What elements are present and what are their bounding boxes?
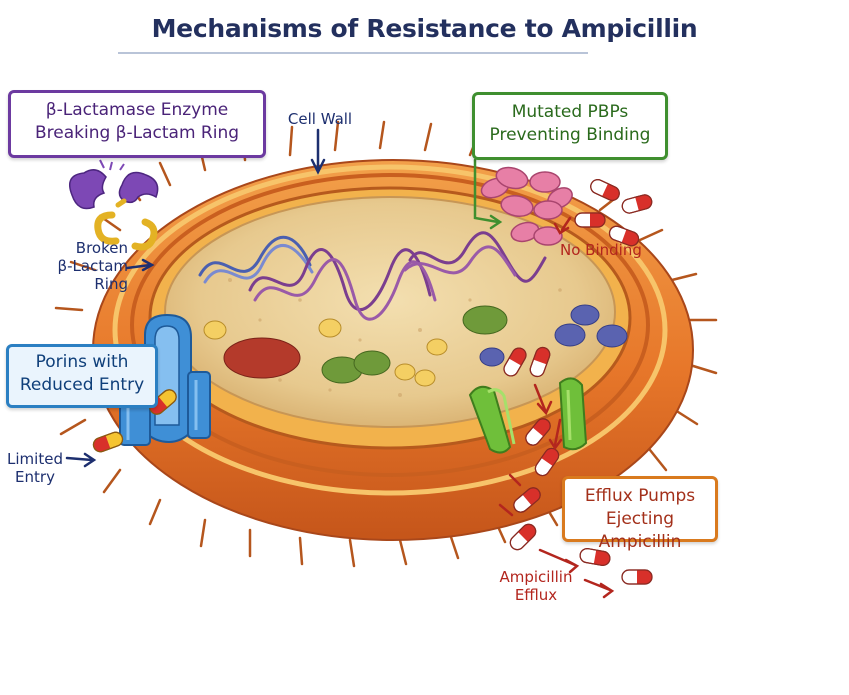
callout-efflux-pumps-line1: Efflux Pumps xyxy=(584,486,696,506)
label-broken-ring-line1: Broken xyxy=(75,239,128,257)
page-title: Mechanisms of Resistance to Ampicillin xyxy=(151,14,698,43)
label-broken-ring-line2: β-Lactam Ring xyxy=(57,257,128,293)
label-limited-entry-line2: Entry xyxy=(15,468,55,486)
outer-membrane xyxy=(112,164,668,496)
callout-porins-line2: Reduced Entry xyxy=(19,375,145,395)
ribosomes xyxy=(203,318,448,387)
label-cell-wall: Cell Wall xyxy=(287,110,353,128)
title-underline xyxy=(118,52,588,54)
cell-hairs xyxy=(42,120,718,568)
label-limited-entry: Limited Entry xyxy=(4,450,66,486)
callout-porins: Porins with Reduced Entry xyxy=(6,344,158,408)
label-ampicillin-efflux: Ampicillin Efflux xyxy=(490,568,582,604)
callout-beta-lactamase-line1: β-Lactamase Enzyme xyxy=(45,100,229,120)
callout-efflux-pumps-line2: Ejecting Ampicillin xyxy=(598,509,682,552)
beta-lactamase-enzyme-group xyxy=(69,159,159,251)
callout-efflux-pumps: Efflux Pumps Ejecting Ampicillin xyxy=(562,476,718,552)
dna-strands xyxy=(198,231,547,321)
label-ampicillin-efflux-line2: Efflux xyxy=(514,586,558,604)
mutated-pbps xyxy=(480,166,573,246)
callout-beta-lactamase-line2: Breaking β-Lactam Ring xyxy=(34,123,240,143)
callout-mutated-pbps: Mutated PBPs Preventing Binding xyxy=(472,92,668,160)
callout-beta-lactamase: β-Lactamase Enzyme Breaking β-Lactam Rin… xyxy=(8,90,266,158)
label-no-binding: No Binding xyxy=(560,241,642,259)
label-limited-entry-line1: Limited xyxy=(7,450,63,468)
callout-mutated-pbps-line1: Mutated PBPs xyxy=(511,102,629,122)
label-broken-ring: Broken β-Lactam Ring xyxy=(20,239,128,293)
callout-mutated-pbps-line2: Preventing Binding xyxy=(489,125,651,145)
efflux-pumps-proteins xyxy=(468,377,588,454)
callout-porins-line1: Porins with xyxy=(35,352,129,372)
label-ampicillin-efflux-line1: Ampicillin xyxy=(499,568,573,586)
arrows xyxy=(65,128,615,599)
protein-clusters xyxy=(223,304,628,384)
